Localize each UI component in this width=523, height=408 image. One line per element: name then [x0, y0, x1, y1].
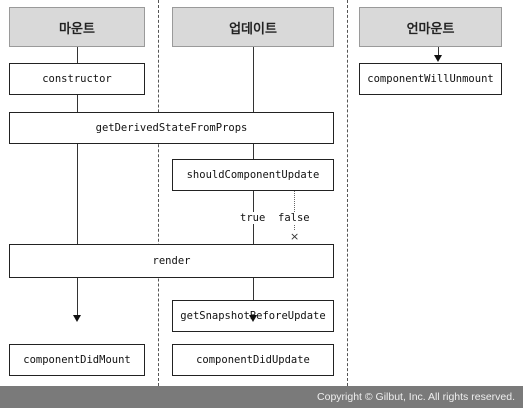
copyright-footer: Copyright © Gilbut, Inc. All rights rese… — [0, 386, 523, 408]
constructor-box: constructor — [9, 63, 145, 95]
mount-column-header: 마운트 — [9, 7, 145, 47]
false-branch-label: false — [277, 212, 311, 224]
update-column-header: 업데이트 — [172, 7, 334, 47]
get-derived-state-from-props-box: getDerivedStateFromProps — [9, 112, 334, 144]
arrow-to-component-will-unmount — [434, 55, 442, 62]
false-branch-line — [294, 190, 295, 230]
unmount-connector-line — [438, 47, 439, 55]
render-box: render — [9, 244, 334, 278]
component-will-unmount-box: componentWillUnmount — [359, 63, 502, 95]
column-divider-mount-update — [158, 0, 159, 386]
mount-connector-line — [77, 47, 78, 315]
stop-x-icon: × — [290, 230, 300, 243]
arrow-to-component-did-mount — [73, 315, 81, 322]
true-branch-label: true — [239, 212, 267, 224]
unmount-column-header: 언마운트 — [359, 7, 502, 47]
should-component-update-box: shouldComponentUpdate — [172, 159, 334, 191]
component-did-update-box: componentDidUpdate — [172, 344, 334, 376]
component-did-mount-box: componentDidMount — [9, 344, 145, 376]
column-divider-update-unmount — [347, 0, 348, 386]
arrow-to-component-did-update — [249, 315, 257, 322]
copyright-text: Copyright © Gilbut, Inc. All rights rese… — [317, 391, 515, 403]
